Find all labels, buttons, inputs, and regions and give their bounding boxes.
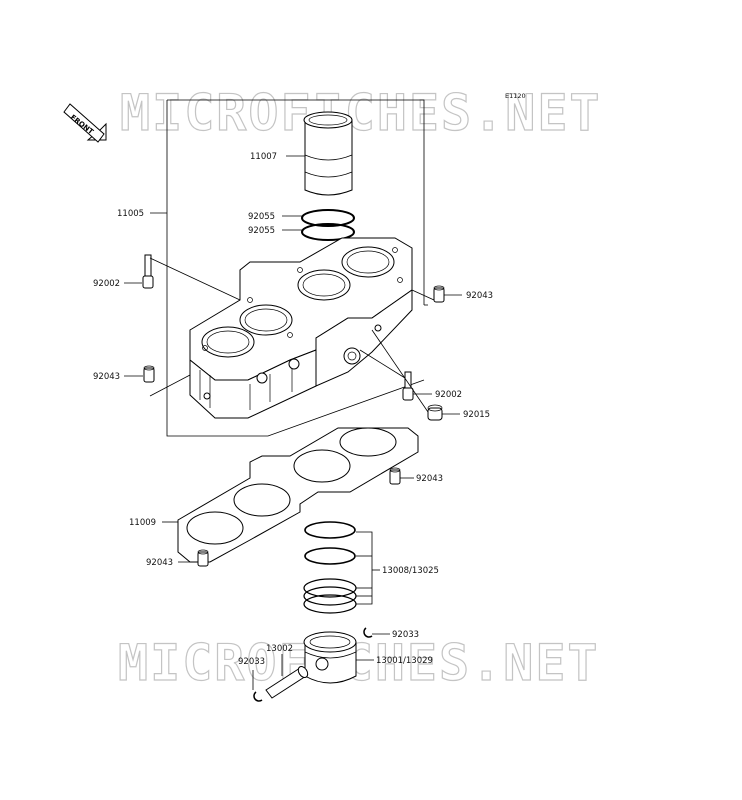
- label-92033-a: 92033: [392, 630, 419, 640]
- piston: [303, 631, 357, 684]
- watermark-top: MICROFICHES.NET: [120, 84, 602, 142]
- cylinder-sleeve: [303, 111, 353, 196]
- circlip-left: [253, 691, 263, 702]
- label-13002: 13002: [266, 644, 293, 654]
- label-11005: 11005: [117, 209, 144, 219]
- label-92015: 92015: [463, 410, 490, 420]
- label-92043-b: 92043: [93, 372, 120, 382]
- label-92055-b: 92055: [248, 226, 275, 236]
- stud-bolt-upper: [142, 254, 154, 289]
- label-92043-a: 92043: [466, 291, 493, 301]
- label-92055-a: 92055: [248, 212, 275, 222]
- cylinder-block: [189, 237, 413, 419]
- watermark-bottom: MICROFICHES.NET: [118, 634, 600, 692]
- label-11007: 11007: [250, 152, 277, 162]
- circlip-right: [363, 627, 373, 638]
- label-92033-b: 92033: [238, 657, 265, 667]
- leader-lines: [124, 155, 462, 690]
- label-13008-13025: 13008/13025: [382, 566, 439, 576]
- label-92002-b: 92002: [435, 390, 462, 400]
- label-92043-d: 92043: [146, 558, 173, 568]
- dowel-pin-right: [433, 285, 445, 303]
- cylinder-assembly-frame: [166, 99, 428, 437]
- label-11009: 11009: [129, 518, 156, 528]
- diagram-code: E1120: [505, 92, 526, 100]
- bolt-lower: [402, 371, 414, 401]
- o-rings: [301, 209, 355, 241]
- cap-nut: [427, 404, 443, 421]
- dowel-pin-gasket-left: [197, 549, 209, 567]
- dowel-pin-left: [143, 365, 155, 383]
- piston-rings: [303, 521, 357, 614]
- base-gasket: [177, 427, 419, 563]
- callout-labels: 11007 11005 92055 92055 92002 92043 9204…: [93, 152, 493, 667]
- label-13001-13029: 13001/13029: [376, 656, 433, 666]
- label-92043-c: 92043: [416, 474, 443, 484]
- label-92002-a: 92002: [93, 279, 120, 289]
- piston-pin: [265, 666, 309, 699]
- dowel-pin-gasket-right: [389, 467, 401, 485]
- front-arrow-icon: FRONT: [63, 103, 107, 143]
